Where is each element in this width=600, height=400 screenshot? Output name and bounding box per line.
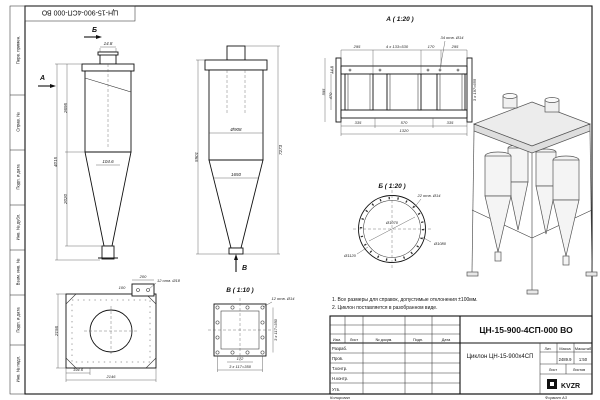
row-razrab: Разраб.: [332, 346, 347, 351]
view-section: Ø908 1650 5901 7273 В: [194, 45, 283, 272]
detail-b: Б ( 1:20 ) 22 отв. Ø14 Ø1070 Ø1080 Ø1120: [343, 183, 447, 268]
dim-a-335r: 335: [447, 120, 454, 125]
dim-b-22otv: 22 отв. Ø14: [417, 193, 442, 198]
dim-b-1120: Ø1120: [343, 253, 356, 258]
sheets-label: Листов: [573, 368, 585, 372]
copied-label: Копировал: [330, 395, 351, 400]
dim-a-170: 170: [428, 44, 435, 49]
section-v-label: В: [242, 265, 247, 272]
dim-front-1046: 104.6: [102, 159, 114, 164]
dim-b-1080: Ø1080: [433, 241, 447, 246]
section-b-label: Б: [92, 27, 97, 34]
title-block: Изм. Лист № докум. Подп. Дата Разраб. Пр…: [329, 315, 593, 395]
frame-label-invdubl: Инв. № дубл.: [16, 214, 21, 241]
lit-label: Лит.: [545, 347, 552, 351]
dim-plan-1946: 194.6: [73, 367, 84, 372]
dim-v-3x117-right: 3 x 117=350: [273, 318, 278, 341]
row-tkontr: Т.контр.: [332, 366, 347, 371]
frame-label-podp1: Подп. и дата: [16, 164, 21, 190]
dim-b-1070: Ø1070: [385, 220, 399, 225]
mass-value: 2489.9: [559, 357, 572, 362]
view-isometric: [466, 93, 598, 295]
dim-a-595: 595: [321, 88, 326, 95]
dim-front-4015: 4015: [53, 156, 58, 167]
detail-v: В ( 1:10 ) 12 отв. Ø14 172 3 x 117=350 3…: [208, 287, 295, 372]
frame-label-perv: Перв. примен.: [16, 36, 21, 65]
detail-a: А ( 1:20 ) 295 4 x 133=530 170 295 34 от…: [321, 16, 477, 136]
view-front: Б А 14.8 4015 2695 2020 104.6: [38, 27, 135, 261]
row-utv: Утв.: [332, 387, 340, 392]
dim-a-295r: 295: [451, 44, 459, 49]
dim-a-4x133: 4 x 133=530: [386, 44, 409, 49]
doc-number: ЦН-15-900-4СП-000 ВО: [479, 325, 573, 335]
dim-a-295l: 295: [353, 44, 361, 49]
col-doc: № докум.: [376, 338, 393, 342]
dim-v-3x117-bottom: 3 x 117=350: [229, 364, 252, 369]
detail-a-title: А ( 1:20 ): [385, 16, 413, 23]
frame-label-invpodl: Инв. № подл.: [16, 356, 21, 383]
format-label: Формат А3: [545, 395, 568, 400]
dim-side-5901: 5901: [194, 151, 199, 162]
dim-a-34otv: 34 отв. Ø14: [441, 35, 465, 40]
dim-plan-200: 200: [139, 274, 147, 279]
scale-value: 1:50: [579, 357, 588, 362]
detail-v-title: В ( 1:10 ): [226, 287, 253, 294]
dim-side-1650: 1650: [231, 172, 242, 177]
dim-plan-2156: 2156: [54, 325, 59, 337]
dim-a-3x197: 3 x 197=655: [472, 78, 477, 101]
mass-label: Масса: [559, 347, 571, 351]
dim-a-470: 470: [328, 92, 333, 99]
row-prov: Пров.: [332, 356, 343, 361]
doc-number-top: ЦН-15-900-4СП-000 ВО: [41, 9, 118, 16]
dim-a-335l: 335: [355, 120, 362, 125]
dim-a-570: 570: [401, 120, 408, 125]
dim-plan-100: 100: [119, 285, 126, 290]
scale-label: Масштаб: [575, 347, 592, 351]
view-plan: 200 100 12 отв. Ø18 2156 194.6 2146: [54, 274, 181, 382]
col-podp: Подп.: [413, 338, 423, 342]
frame-label-podp2: Подп. и дата: [16, 307, 21, 333]
dim-side-7273: 7273: [278, 144, 283, 155]
dim-front-2020: 2020: [63, 193, 68, 205]
sheet-label: Лист: [549, 368, 558, 372]
dim-front-148: 14.8: [104, 41, 113, 46]
dim-plan-12otv18: 12 отв. Ø18: [157, 278, 181, 283]
dim-a-1320: 1320: [400, 128, 410, 133]
detail-b-title: Б ( 1:20 ): [378, 183, 405, 190]
frame-label-vzam: Взам. инв. №: [16, 258, 21, 285]
notes: 1. Все размеры для справок, допустимые о…: [332, 297, 478, 311]
section-a-label: А: [39, 75, 45, 82]
drawing-title: Циклон ЦН-15-900х4СП: [467, 354, 534, 360]
frame-label-sprav: Справ. №: [16, 112, 21, 132]
note-1: 1. Все размеры для справок, допустимые о…: [332, 297, 478, 303]
note-2: 2. Циклон поставляется в разобранном вид…: [332, 305, 437, 311]
col-data: Дата: [442, 338, 451, 342]
col-list: Лист: [350, 338, 359, 342]
dim-plan-2146: 2146: [106, 374, 117, 379]
row-nkontr: Н.контр.: [332, 376, 348, 381]
col-izm: Изм.: [333, 338, 341, 342]
dim-a-148: 14.8: [329, 65, 334, 74]
dim-side-908: Ø908: [229, 127, 242, 132]
logo-text: KVZR: [561, 383, 580, 390]
dim-front-2695: 2695: [63, 102, 68, 114]
dim-v-12otv14: 12 отв. Ø14: [272, 296, 296, 301]
dim-v-172: 172: [237, 356, 244, 361]
